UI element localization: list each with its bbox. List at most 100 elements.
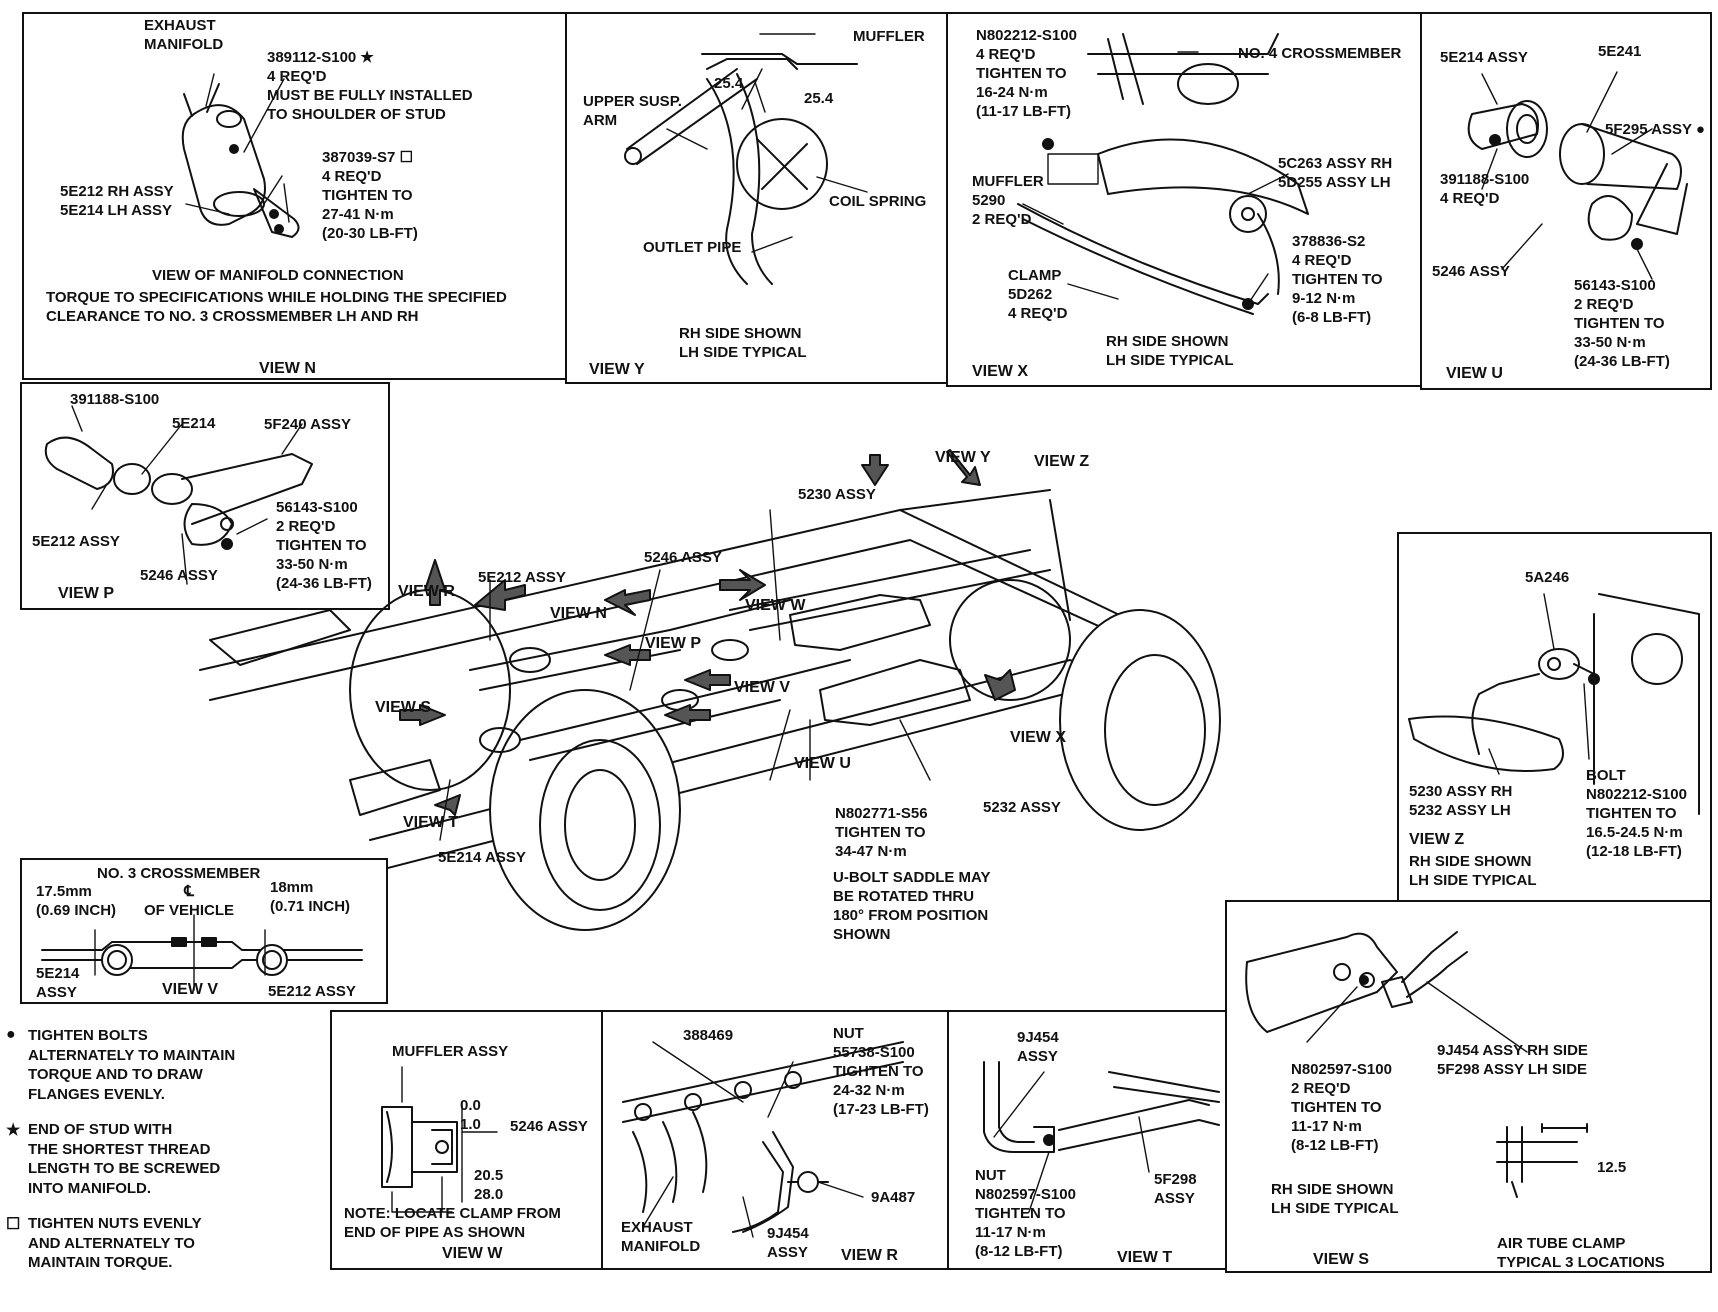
view-v-panel: NO. 3 CROSSMEMBER 17.5mm (0.69 INCH) ℄ O…: [20, 858, 388, 1004]
view-z-drawing: [1408, 593, 1700, 815]
view-y-side-note: RH SIDE SHOWN LH SIDE TYPICAL: [679, 325, 807, 361]
main-view-p-callout: VIEW P: [645, 635, 702, 652]
view-s-clamp-note: AIR TUBE CLAMP TYPICAL 3 LOCATIONS: [1497, 1235, 1665, 1271]
main-view-y-callout: VIEW Y: [935, 449, 991, 466]
main-view-x-callout: VIEW X: [1010, 729, 1067, 746]
view-u-drawing: [1467, 71, 1688, 280]
view-n-torque-note: TORQUE TO SPECIFICATIONS WHILE HOLDING T…: [46, 289, 507, 325]
view-r-panel: 388469 NUT 55738-S100 TIGHTEN TO 24-32 N…: [601, 1010, 949, 1270]
view-w-part-5246: 5246 ASSY: [510, 1118, 588, 1135]
main-view-w-callout: VIEW W: [745, 597, 806, 614]
view-p-bolt: 391188-S100: [70, 391, 160, 408]
view-w-note: NOTE: LOCATE CLAMP FROM END OF PIPE AS S…: [344, 1205, 561, 1241]
view-p-drawing: [44, 405, 313, 585]
dim-25-4-left: 25.4: [714, 75, 744, 92]
stud-note: 4 REQ'D MUST BE FULLY INSTALLED TO SHOUL…: [267, 68, 473, 123]
view-w-drawing: [381, 1066, 498, 1213]
view-s-hose-label: 9J454 ASSY RH SIDE 5F298 ASSY LH SIDE: [1437, 1042, 1588, 1078]
view-r-drawing: [622, 1041, 904, 1238]
view-t-nut-spec: NUT N802597-S100 TIGHTEN TO 11-17 N·m (8…: [975, 1167, 1076, 1260]
view-x-clamp-label: CLAMP 5D262 4 REQ'D: [1008, 267, 1068, 322]
view-z-panel: 5A246 5230 ASSY RH 5232 ASSY LH BOLT N80…: [1397, 532, 1712, 902]
view-z-label: VIEW Z: [1409, 831, 1465, 848]
view-x-drawing: [1017, 33, 1309, 315]
legend-text-bolts: TIGHTEN BOLTS ALTERNATELY TO MAINTAIN TO…: [28, 1027, 236, 1103]
view-w-panel: MUFFLER ASSY 0.0 1.0 5246 ASSY 20.5 28.0…: [330, 1010, 603, 1270]
main-assy-5230: 5230 ASSY: [798, 486, 876, 503]
view-s-panel: 9J454 ASSY RH SIDE 5F298 ASSY LH SIDE N8…: [1225, 900, 1712, 1273]
view-x-bolt-spec: N802212-S100 4 REQ'D TIGHTEN TO 16-24 N·…: [976, 27, 1077, 120]
no4-crossmember-label: NO. 4 CROSSMEMBER: [1238, 45, 1402, 62]
view-u-part-5e214: 5E214 ASSY: [1440, 49, 1528, 66]
view-z-side-note: RH SIDE SHOWN LH SIDE TYPICAL: [1409, 853, 1537, 889]
view-r-manifold-label: EXHAUST MANIFOLD: [621, 1219, 701, 1255]
view-v-center-label: ℄ OF VEHICLE: [144, 883, 235, 919]
view-n-label: VIEW N: [259, 360, 316, 377]
upper-susp-arm-label: UPPER SUSP. ARM: [583, 93, 682, 129]
view-x-nut-spec: 378836-S2 4 REQ'D TIGHTEN TO 9-12 N·m (6…: [1292, 233, 1383, 326]
view-v-right-dim: 18mm (0.71 INCH): [270, 879, 351, 915]
view-y-panel: MUFFLER UPPER SUSP. ARM 25.4 25.4 COIL S…: [565, 12, 948, 384]
main-assy-5e214: 5E214 ASSY: [438, 849, 526, 866]
nut-note: 4 REQ'D TIGHTEN TO 27-41 N·m (20-30 LB-F…: [322, 168, 418, 242]
main-view-r-callout: VIEW R: [398, 583, 455, 600]
view-y-label: VIEW Y: [589, 361, 645, 378]
pipe-parts-label: 5E212 RH ASSY 5E214 LH ASSY: [60, 183, 174, 219]
main-view-s-callout: VIEW S: [375, 699, 432, 716]
view-t-panel: 9J454 ASSY NUT N802597-S100 TIGHTEN TO 1…: [947, 1010, 1227, 1270]
view-r-part-9a487: 9A487: [871, 1189, 916, 1206]
view-w-dims-bottom: 20.5 28.0: [474, 1167, 504, 1203]
view-p-nut-spec: 56143-S100 2 REQ'D TIGHTEN TO 33-50 N·m …: [276, 499, 372, 592]
muffler-label: MUFFLER: [853, 28, 925, 45]
view-p-label: VIEW P: [58, 585, 115, 602]
view-v-title: NO. 3 CROSSMEMBER: [97, 865, 261, 882]
main-ubolt-spec: N802771-S56 TIGHTEN TO 34-47 N·m: [835, 805, 928, 860]
main-view-z-callout: VIEW Z: [1034, 453, 1090, 470]
legend-text-stud: END OF STUD WITH THE SHORTEST THREAD LEN…: [28, 1121, 221, 1197]
main-view-n-callout: VIEW N: [550, 605, 607, 622]
view-u-part-5e241: 5E241: [1598, 43, 1642, 60]
view-p-part-5e212: 5E212 ASSY: [32, 533, 120, 550]
stud-part-label: 389112-S100 ★: [267, 49, 374, 66]
dot-icon: ●: [6, 1026, 16, 1043]
view-t-part-5f298: 5F298 ASSY: [1154, 1171, 1197, 1207]
main-assy-5246: 5246 ASSY: [644, 549, 722, 566]
view-s-dim: 12.5: [1597, 1159, 1627, 1176]
view-x-side-note: RH SIDE SHOWN LH SIDE TYPICAL: [1106, 333, 1234, 369]
view-z-assy-label: 5230 ASSY RH 5232 ASSY LH: [1409, 783, 1513, 819]
view-w-label: VIEW W: [442, 1245, 503, 1262]
view-x-hanger-label: 5C263 ASSY RH 5D255 ASSY LH: [1278, 155, 1393, 191]
view-v-left-part: 5E214 ASSY: [36, 965, 80, 1001]
view-u-nut-spec: 56143-S100 2 REQ'D TIGHTEN TO 33-50 N·m …: [1574, 277, 1670, 370]
view-u-panel: 5E214 ASSY 5E241 5F295 ASSY ● 391188-S10…: [1420, 12, 1712, 390]
view-y-drawing: [624, 33, 868, 285]
view-v-label: VIEW V: [162, 981, 219, 998]
view-r-part-388469: 388469: [683, 1027, 734, 1044]
view-u-part-5f295: 5F295 ASSY ●: [1605, 121, 1705, 138]
view-t-drawing: [983, 1061, 1220, 1213]
view-v-left-dim: 17.5mm (0.69 INCH): [36, 883, 117, 919]
view-v-right-part: 5E212 ASSY: [268, 983, 356, 1000]
view-z-bolt-spec: BOLT N802212-S100 TIGHTEN TO 16.5-24.5 N…: [1586, 767, 1687, 860]
view-s-drawing: [1245, 931, 1588, 1198]
view-t-part-9j454: 9J454 ASSY: [1017, 1029, 1059, 1065]
main-assy-5232: 5232 ASSY: [983, 799, 1061, 816]
view-p-part-5e214: 5E214: [172, 415, 216, 432]
view-v-drawing: [41, 914, 363, 991]
legend: ● TIGHTEN BOLTS ALTERNATELY TO MAINTAIN …: [0, 1018, 330, 1308]
view-w-muffler-label: MUFFLER ASSY: [392, 1043, 509, 1060]
dim-25-4-right: 25.4: [804, 90, 834, 107]
view-p-part-5246: 5246 ASSY: [140, 567, 218, 584]
view-p-panel: 391188-S100 5E214 5F240 ASSY 5E212 ASSY …: [20, 382, 390, 610]
main-assy-5e212: 5E212 ASSY: [478, 569, 566, 586]
view-x-label: VIEW X: [972, 363, 1029, 380]
view-n-drawing: [181, 73, 300, 238]
view-n-caption: VIEW OF MANIFOLD CONNECTION: [152, 267, 404, 284]
view-u-part-5246: 5246 ASSY: [1432, 263, 1510, 280]
view-w-dims-top: 0.0 1.0: [460, 1097, 481, 1133]
view-z-part-5a246: 5A246: [1525, 569, 1570, 586]
view-u-bolt-spec: 391188-S100 4 REQ'D: [1440, 171, 1530, 207]
view-r-label: VIEW R: [841, 1247, 898, 1264]
main-view-v-callout: VIEW V: [734, 679, 791, 696]
outlet-pipe-label: OUTLET PIPE: [643, 239, 742, 256]
